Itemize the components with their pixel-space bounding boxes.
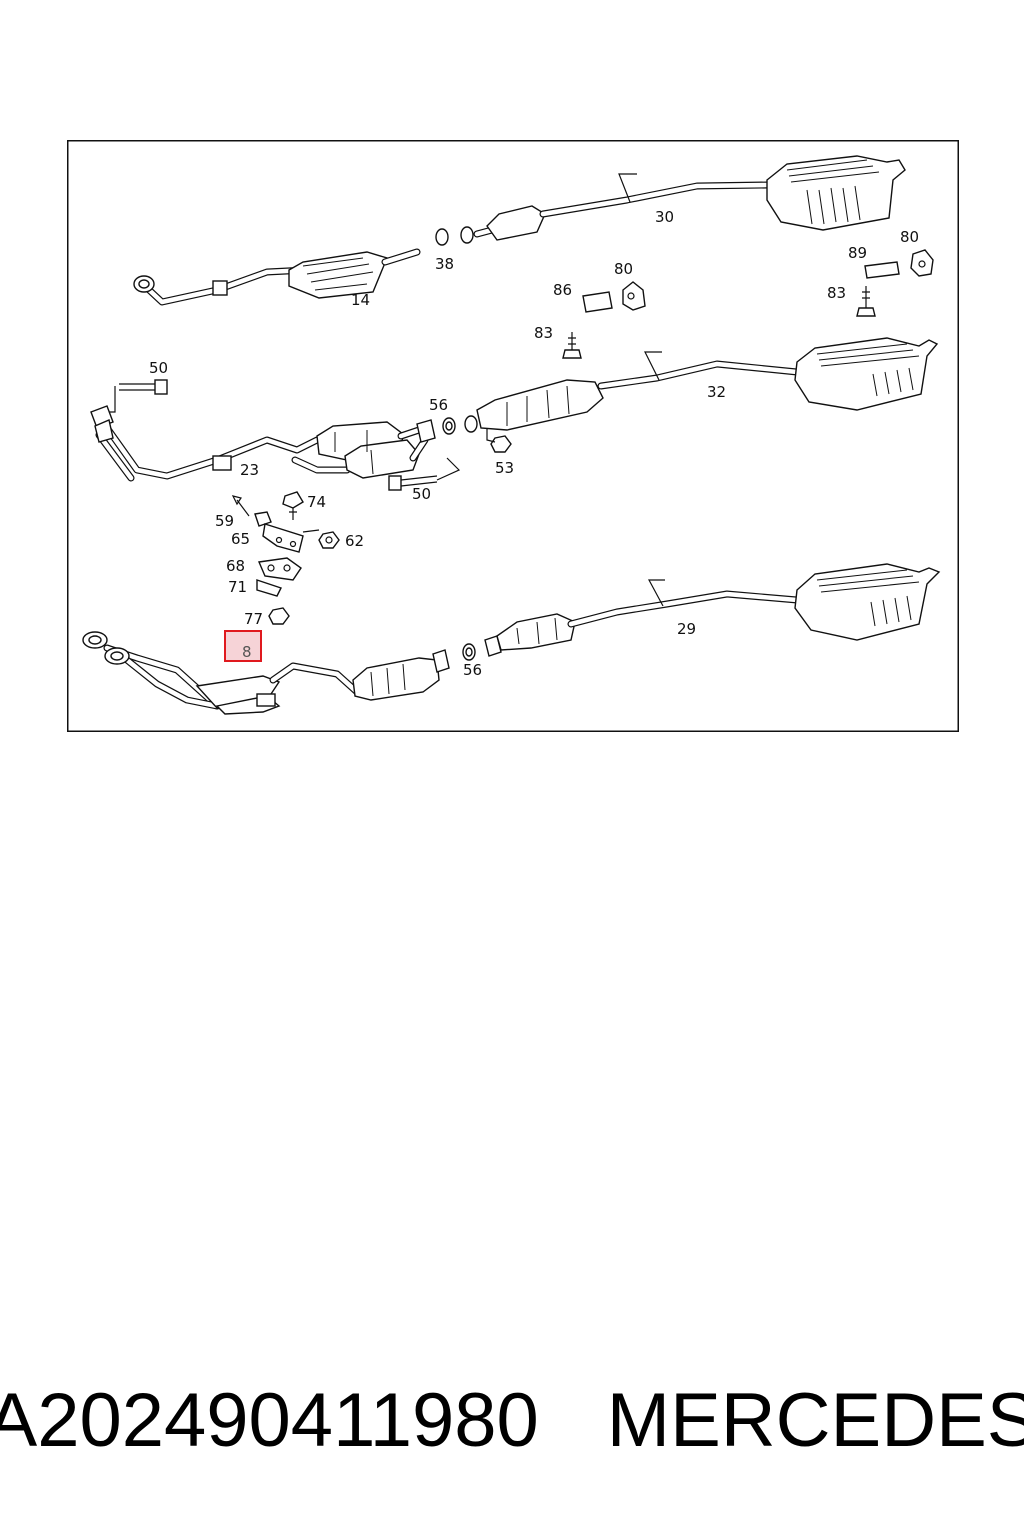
gasket-56-bottom (462, 643, 476, 661)
part-number: A202490411980 (0, 1378, 539, 1463)
callout-83-right: 83 (827, 284, 846, 302)
front-pipe-14 (133, 248, 421, 306)
callout-71: 71 (228, 578, 247, 596)
callout-80-center: 80 (614, 260, 633, 278)
callout-56-middle: 56 (429, 396, 448, 414)
front-pipe-8 (82, 631, 450, 715)
callout-29: 29 (677, 620, 696, 638)
bolt-50-mid (388, 457, 461, 491)
callout-86: 86 (553, 281, 572, 299)
callout-30: 30 (655, 208, 674, 226)
gasket-56-mid (442, 415, 478, 435)
callout-62: 62 (345, 532, 364, 550)
hangers-80-86-89 (562, 249, 934, 359)
callout-83-center: 83 (534, 324, 553, 342)
front-pipe-23 (90, 405, 436, 517)
callout-8-highlighted[interactable]: 8 (242, 643, 252, 661)
highlight-box (224, 630, 262, 662)
rear-pipe-29 (484, 563, 941, 657)
callout-23: 23 (240, 461, 259, 479)
small-hardware (254, 491, 340, 625)
rear-pipe-30 (473, 155, 906, 241)
callout-65: 65 (231, 530, 250, 548)
callout-89: 89 (848, 244, 867, 262)
nut-53 (486, 426, 512, 453)
rear-pipe-32 (476, 337, 939, 431)
callout-80-right: 80 (900, 228, 919, 246)
brand-name: MERCEDES (606, 1378, 1024, 1463)
callout-53: 53 (495, 459, 514, 477)
part-caption: A202490411980 MERCEDES (0, 1376, 1024, 1466)
callout-32: 32 (707, 383, 726, 401)
callout-14: 14 (351, 291, 370, 309)
callout-56-bottom: 56 (463, 661, 482, 679)
exhaust-system-diagram: 14 30 38 80 86 83 89 80 83 50 56 32 23 5… (67, 140, 959, 732)
callout-77: 77 (244, 610, 263, 628)
callout-50-top: 50 (149, 359, 168, 377)
clamp-38 (435, 226, 474, 246)
callout-50-middle: 50 (412, 485, 431, 503)
callout-74: 74 (307, 493, 326, 511)
callout-68: 68 (226, 557, 245, 575)
callout-38: 38 (435, 255, 454, 273)
callout-59: 59 (215, 512, 234, 530)
